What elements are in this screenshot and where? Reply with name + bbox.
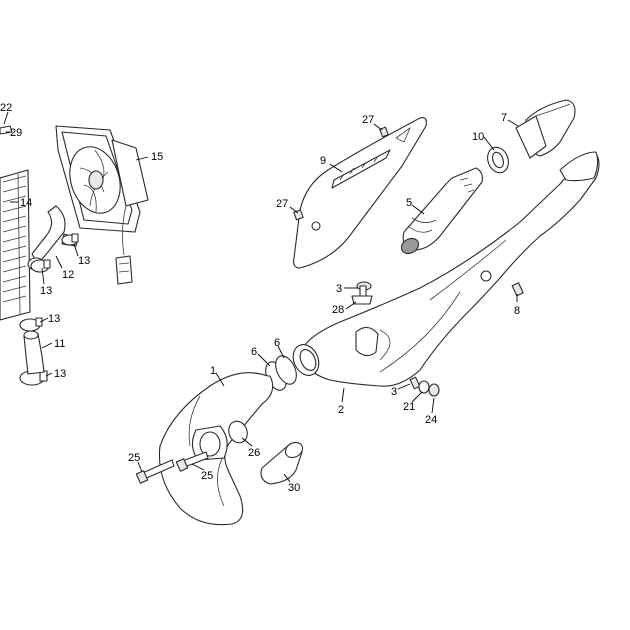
hose-clamp-b [30, 259, 51, 273]
nut-24 [428, 383, 440, 397]
radiator [0, 169, 31, 321]
gasket-26 [228, 420, 248, 444]
screw-27-left [293, 209, 304, 221]
callout-2: 2 [338, 404, 344, 416]
stud-25b [175, 451, 209, 472]
bolt-8 [511, 282, 524, 297]
callout-6-b: 6 [274, 337, 280, 349]
callout-9: 9 [320, 155, 326, 167]
radiator-hose-lower [23, 330, 45, 375]
callout-24: 24 [425, 414, 437, 426]
hose-clamp-c [19, 317, 43, 332]
muffler-end-cap [515, 99, 576, 159]
callout-13-b: 13 [78, 255, 90, 267]
callout-25-b: 25 [201, 470, 213, 482]
end-cap-gasket [487, 146, 509, 174]
callout-22: 22 [0, 102, 12, 114]
callout-28: 28 [332, 304, 344, 316]
screw-27-top [379, 126, 389, 138]
bolt-3-top [356, 281, 372, 297]
callout-11: 11 [54, 338, 65, 350]
callout-6-a: 6 [251, 346, 257, 358]
callout-25-a: 25 [128, 452, 140, 464]
callout-21: 21 [403, 401, 415, 413]
callout-13-a: 13 [40, 285, 52, 297]
callout-12: 12 [62, 269, 74, 281]
callout-1: 1 [210, 365, 216, 377]
callout-labels: 22 29 14 15 13 12 13 13 11 13 27 7 10 9 … [0, 102, 520, 494]
gasket-6b [275, 355, 297, 385]
callout-14: 14 [20, 197, 32, 209]
callout-5: 5 [406, 197, 412, 209]
muffler-inlet [292, 344, 320, 376]
callout-8: 8 [514, 305, 520, 317]
link-pipe [400, 167, 483, 255]
exhaust-cover-30 [260, 441, 304, 485]
muffler [299, 151, 600, 387]
callout-13-c: 13 [48, 313, 60, 325]
washer-21 [418, 380, 430, 394]
hose-clamp-a [61, 233, 79, 246]
callout-30: 30 [288, 482, 300, 494]
callout-3-b: 3 [391, 386, 397, 398]
callout-7: 7 [501, 112, 507, 124]
callout-10: 10 [472, 131, 484, 143]
stud-25a [135, 459, 175, 484]
callout-3-a: 3 [336, 283, 342, 295]
leader-lines [3, 111, 519, 483]
callout-27-b: 27 [276, 198, 288, 210]
callout-15: 15 [151, 151, 163, 163]
callout-26: 26 [248, 447, 260, 459]
callout-13-d: 13 [54, 368, 66, 380]
header-pipe [158, 372, 274, 526]
radiator-fan [55, 125, 149, 285]
bolt-3-lower [409, 376, 421, 390]
callout-27-a: 27 [362, 114, 374, 126]
callout-29: 29 [10, 127, 22, 139]
